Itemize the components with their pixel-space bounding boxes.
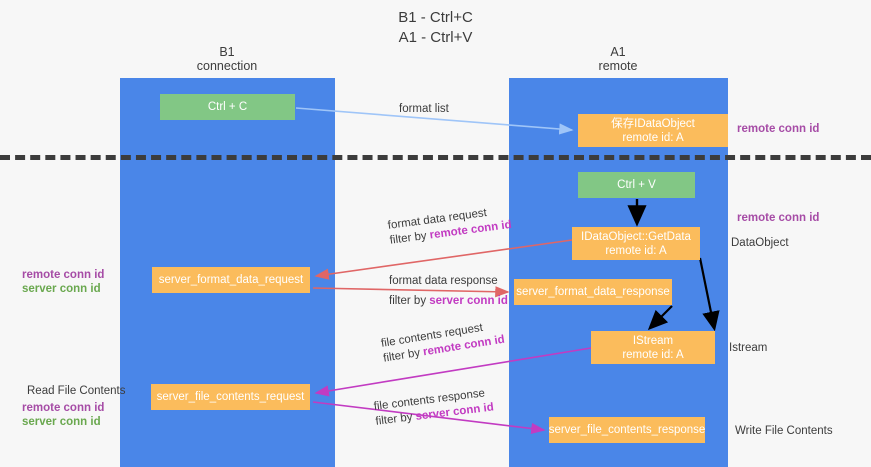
node-data-object[interactable]: 保存IDataObject remote id: A — [578, 114, 728, 147]
node-server-file-contents-response[interactable]: server_file_contents_response — [549, 417, 705, 443]
edge-label-file-contents-response: file contents response filter by server … — [373, 386, 495, 430]
column-header-a1: A1 remote — [508, 45, 728, 73]
phase-separator — [0, 155, 871, 160]
label-istream: Istream — [729, 342, 768, 354]
node-ctrl-c[interactable]: Ctrl + C — [160, 94, 295, 120]
node-data-object-sub: remote id: A — [622, 131, 684, 144]
node-ctrl-v[interactable]: Ctrl + V — [578, 172, 695, 198]
label-remote-conn-id-mid: remote conn id — [737, 212, 820, 224]
edge-label-file-contents-request: file contents request filter by remote c… — [380, 318, 506, 367]
title-line-2: A1 - Ctrl+V — [398, 29, 473, 46]
label-remote-conn-id-top: remote conn id — [737, 123, 820, 135]
node-server-file-contents-response-label: server_file_contents_response — [548, 424, 706, 436]
edge-label-format-data-request: format data request filter by remote con… — [387, 203, 513, 249]
node-server-format-data-response[interactable]: server_format_data_response — [514, 279, 672, 305]
edge-label-format-data-response-text: format data response — [389, 275, 498, 287]
column-header-b1-name: B1 — [219, 45, 235, 59]
node-get-data-sub: remote id: A — [605, 244, 667, 257]
node-ctrl-c-label: Ctrl + C — [207, 101, 248, 113]
edge-label-format-data-response-filter: filter by — [389, 295, 430, 307]
edge-label-format-data-response-key: server conn id — [429, 295, 508, 307]
label-left-remote-conn-id-2: remote conn id — [22, 402, 105, 414]
node-get-data-label: IDataObject::GetData — [581, 230, 691, 243]
column-header-a1-role: remote — [598, 59, 638, 73]
node-server-format-data-request[interactable]: server_format_data_request — [152, 267, 310, 293]
node-get-data[interactable]: IDataObject::GetData remote id: A — [572, 227, 700, 260]
label-read-file-contents: Read File Contents — [27, 385, 126, 397]
node-ctrl-v-label: Ctrl + V — [617, 179, 656, 191]
label-left-server-conn-id-2: server conn id — [22, 416, 101, 428]
label-left-remote-conn-id-1: remote conn id — [22, 269, 105, 281]
label-write-file-contents: Write File Contents — [735, 425, 833, 437]
page-title: B1 - Ctrl+C A1 - Ctrl+V — [0, 8, 871, 48]
edge-label-format-list: format list — [399, 102, 449, 117]
title-line-1: B1 - Ctrl+C — [398, 9, 473, 26]
column-header-a1-name: A1 — [610, 45, 626, 59]
node-server-format-data-response-label: server_format_data_response — [516, 286, 670, 298]
label-left-server-conn-id-1: server conn id — [22, 283, 101, 295]
label-left-conn-ids-1: remote conn id server conn id — [22, 268, 104, 296]
edge-label-format-data-response: format data response filter by server co… — [389, 274, 508, 309]
node-data-object-label: 保存IDataObject — [611, 117, 695, 130]
node-istream-sub: remote id: A — [622, 348, 684, 361]
node-server-format-data-request-label: server_format_data_request — [158, 274, 304, 286]
edge-label-format-data-request-filter: filter by — [389, 229, 431, 247]
node-server-file-contents-request-label: server_file_contents_request — [156, 391, 305, 403]
column-header-b1: B1 connection — [117, 45, 337, 73]
node-istream-label: IStream — [632, 334, 674, 347]
node-server-file-contents-request[interactable]: server_file_contents_request — [151, 384, 310, 410]
label-dataobject: DataObject — [731, 237, 789, 249]
edge-label-format-list-text: format list — [399, 103, 449, 115]
label-left-conn-ids-2: remote conn id server conn id — [22, 401, 104, 429]
column-header-b1-role: connection — [196, 59, 258, 73]
node-istream[interactable]: IStream remote id: A — [591, 331, 715, 364]
edge-label-file-contents-response-filter: filter by — [374, 410, 417, 428]
